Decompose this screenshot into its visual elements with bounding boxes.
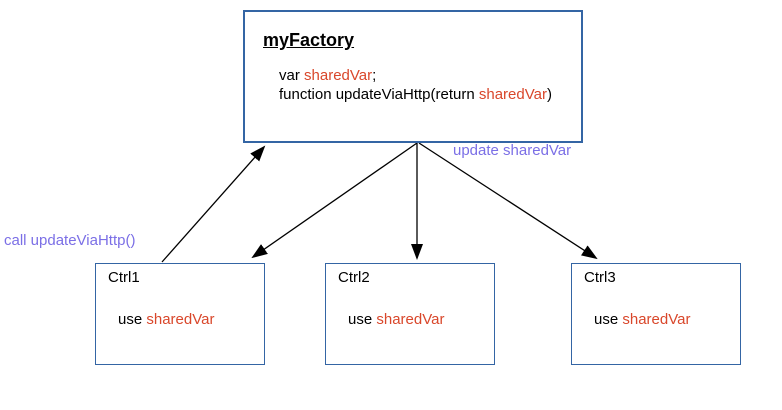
- shared-var-token: sharedVar: [478, 86, 547, 103]
- ctrl1-name: Ctrl1: [108, 269, 140, 286]
- factory-box: myFactory var sharedVar; function update…: [243, 10, 583, 143]
- arrow-ctrl1-to-factory: [161, 145, 266, 263]
- shared-var-token: sharedVar: [146, 311, 215, 328]
- code-text: function updateViaHttp(return: [279, 86, 479, 103]
- arrow-factory-to-ctrl1: [251, 142, 418, 259]
- factory-title: myFactory: [263, 30, 355, 50]
- use-label: use: [594, 311, 623, 328]
- edge-label-call-updateViaHttp: call updateViaHttp(): [4, 232, 136, 249]
- shared-var-token: sharedVar: [622, 311, 691, 328]
- ctrl3-box: Ctrl3 use sharedVar: [571, 263, 741, 365]
- shared-var-token: sharedVar: [376, 311, 445, 328]
- use-label: use: [348, 311, 377, 328]
- factory-code-line-1: var sharedVar;: [279, 66, 552, 85]
- ctrl3-use-text: use sharedVar: [594, 311, 690, 328]
- code-text: var: [279, 67, 305, 84]
- ctrl2-name: Ctrl2: [338, 269, 370, 286]
- arrow-factory-to-ctrl3: [418, 142, 598, 260]
- edge-label-update-sharedVar: update sharedVar: [453, 142, 572, 159]
- ctrl3-name: Ctrl3: [584, 269, 616, 286]
- ctrl2-box: Ctrl2 use sharedVar: [325, 263, 495, 365]
- code-text: ;: [372, 67, 377, 84]
- ctrl1-box: Ctrl1 use sharedVar: [95, 263, 265, 365]
- shared-var-token: sharedVar: [304, 67, 373, 84]
- ctrl1-use-text: use sharedVar: [118, 311, 214, 328]
- factory-code: var sharedVar; function updateViaHttp(re…: [279, 66, 552, 104]
- code-text: ): [546, 86, 552, 103]
- factory-code-line-2: function updateViaHttp(return sharedVar): [279, 85, 552, 104]
- ctrl2-use-text: use sharedVar: [348, 311, 444, 328]
- use-label: use: [118, 311, 147, 328]
